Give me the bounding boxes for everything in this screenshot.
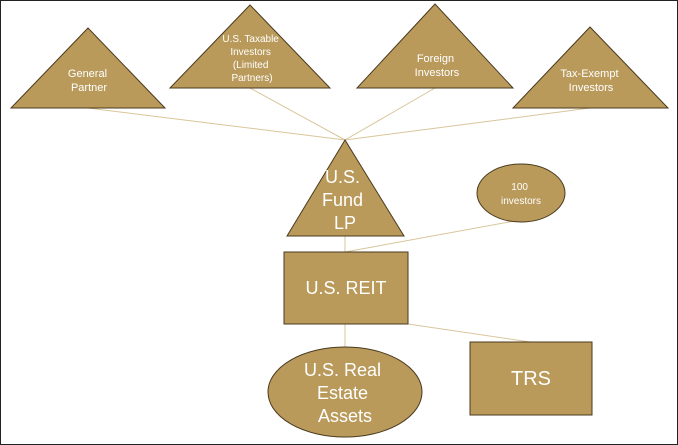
us-reit-label: U.S. REIT — [305, 278, 386, 298]
general-partner-node: General Partner — [9, 27, 167, 109]
hundred-investors-node: 100 investors — [476, 163, 566, 223]
hundred-investors-label: 100 investors — [501, 182, 541, 207]
us-real-estate-assets-node: U.S. Real Estate Assets — [267, 346, 423, 438]
connector-taxable-fund — [249, 87, 346, 141]
us-real-estate-assets-label: U.S. Real Estate Assets — [304, 360, 386, 426]
tax-exempt-investors-node: Tax-Exempt Investors — [511, 26, 670, 109]
connector-foreign-fund — [344, 87, 436, 141]
us-fund-lp-label: U.S. Fund LP — [322, 167, 368, 233]
us-taxable-investors-node: U.S. Taxable Investors (Limited Partners… — [168, 4, 332, 89]
connector-tax-exempt-fund — [344, 107, 591, 141]
connector-investors-reit — [344, 219, 521, 253]
us-taxable-investors-label: U.S. Taxable Investors (Limited Partners… — [222, 34, 281, 84]
foreign-investors-node: Foreign Investors — [355, 3, 515, 89]
foreign-investors-label: Foreign Investors — [415, 53, 460, 79]
trs-label: TRS — [511, 368, 551, 390]
connector-reit-trs — [407, 323, 531, 343]
us-fund-lp-node: U.S. Fund LP — [286, 139, 405, 237]
us-reit-node: U.S. REIT — [283, 251, 409, 325]
trs-node: TRS — [469, 341, 593, 416]
connectors — [87, 87, 591, 348]
connector-general-partner-fund — [87, 107, 346, 141]
tax-exempt-investors-label: Tax-Exempt Investors — [560, 68, 621, 94]
general-partner-label: General Partner — [68, 68, 110, 94]
